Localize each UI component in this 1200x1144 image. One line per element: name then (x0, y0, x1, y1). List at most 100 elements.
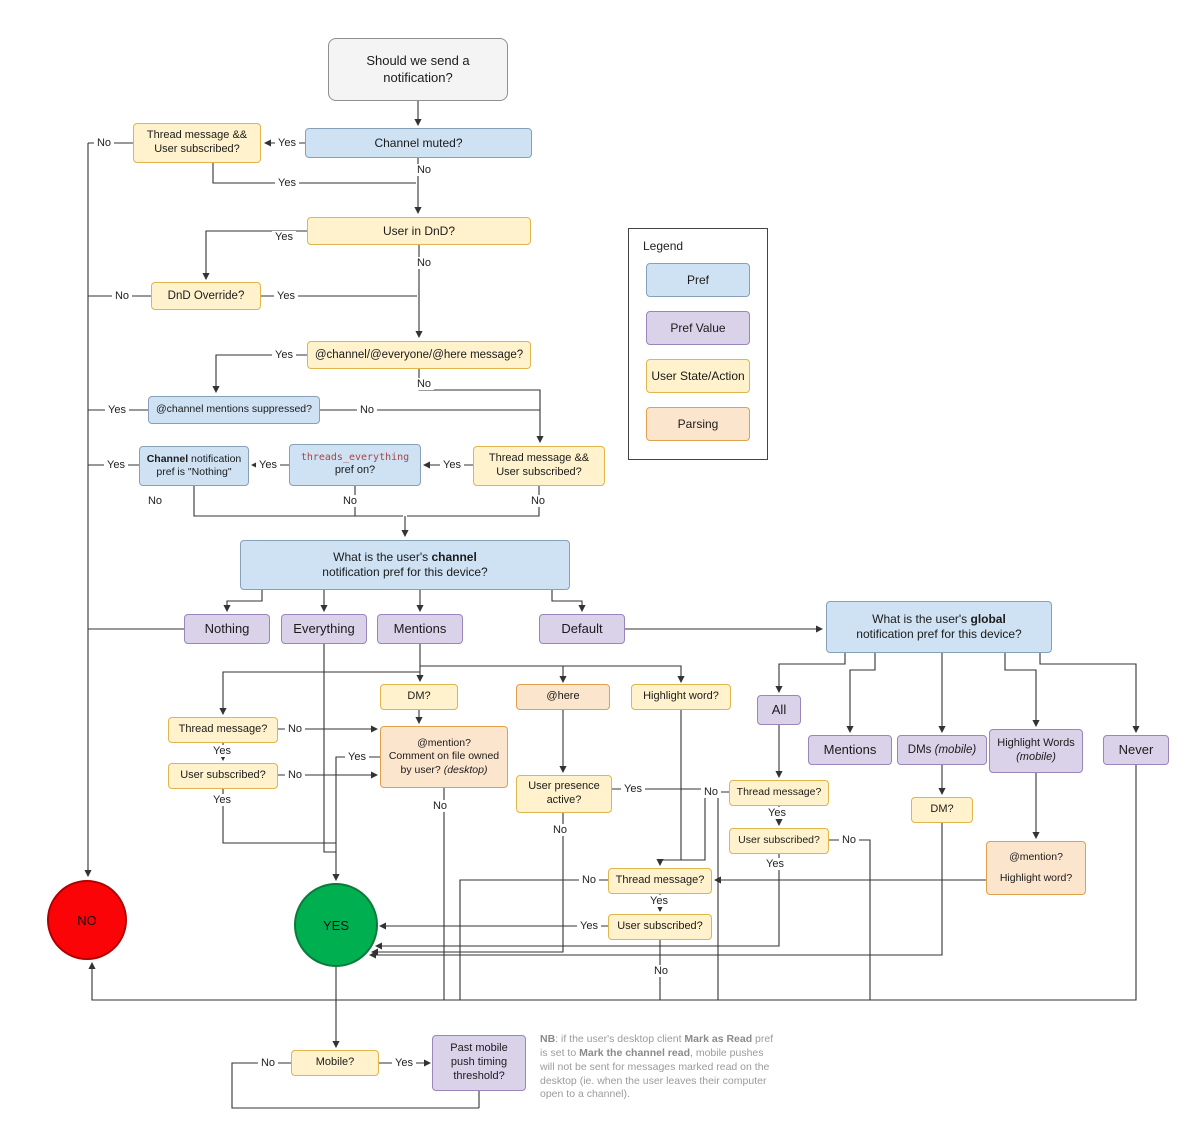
connector (717, 791, 729, 1000)
node-dnd-override: DnD Override? (151, 282, 261, 310)
legend: Legend Pref Pref Value User State/Action… (628, 228, 768, 460)
node-global-never: Never (1103, 735, 1169, 765)
node-thread-message-2: Thread message? (729, 780, 829, 806)
edge-label-yes: Yes (763, 858, 787, 870)
connector (420, 665, 567, 684)
node-dm-mobile-question: DM? (911, 797, 973, 823)
edge-label-no: No (838, 834, 860, 846)
edge-label-no: No (413, 164, 435, 176)
edge-label-no: No (257, 1057, 279, 1069)
edge-label-no: No (578, 874, 600, 886)
edge-label-no: No (93, 137, 115, 149)
node-mobile-question: Mobile? (291, 1050, 379, 1076)
node-user-in-dnd: User in DnD? (307, 217, 531, 245)
edge-label-yes: Yes (577, 920, 601, 932)
connector (660, 710, 682, 861)
node-dm-question: DM? (380, 684, 458, 710)
node-channel-notification-pref: What is the user's channel notification … (240, 540, 570, 590)
node-at-here: @here (516, 684, 610, 710)
edge-label-yes: Yes (210, 745, 234, 757)
node-highlight-word: Highlight word? (631, 684, 731, 710)
legend-title: Legend (643, 239, 684, 253)
connector (459, 879, 608, 1000)
edge-label-no: No (650, 965, 672, 977)
edge-label-yes: Yes (440, 459, 464, 471)
connector (368, 823, 943, 959)
edge-label-yes: Yes (104, 459, 128, 471)
connector (212, 163, 416, 184)
node-threads-everything-pref: threads_everything pref on? (289, 444, 421, 486)
node-user-presence-active: User presence active? (516, 775, 612, 813)
edge-label-no: No (527, 495, 549, 507)
nb-note: NB: if the user's desktop client Mark as… (540, 1033, 774, 1101)
connector (223, 590, 263, 613)
edge-label-no: No (549, 824, 571, 836)
connector (418, 369, 544, 444)
connector (612, 788, 706, 861)
node-start: Should we send a notification? (328, 38, 508, 101)
edge-label-yes: Yes (765, 807, 789, 819)
connector (222, 789, 336, 844)
threads-everything-code: threads_everything (300, 451, 410, 463)
edge-label-yes: Yes (256, 459, 280, 471)
edge-label-no: No (111, 290, 133, 302)
legend-item-user-state: User State/Action (646, 359, 750, 393)
connector (829, 839, 871, 1000)
connector (374, 854, 780, 950)
node-user-subscribed-3: User subscribed? (608, 914, 712, 940)
edge-label-no: No (700, 786, 722, 798)
connector (551, 590, 586, 613)
edge-label-yes: Yes (392, 1057, 416, 1069)
connector (193, 486, 403, 517)
node-thread-message-3: Thread message? (608, 868, 712, 894)
edge-label-no: No (339, 495, 361, 507)
edge-label-no: No (144, 495, 166, 507)
edge-label-no: No (429, 800, 451, 812)
edge-label-yes: Yes (275, 177, 299, 189)
node-past-mobile-push-threshold: Past mobile push timing threshold? (432, 1035, 526, 1091)
edge-label-yes: Yes (345, 751, 369, 763)
terminal-no: NO (47, 880, 127, 960)
node-thread-message-1: Thread message? (168, 717, 278, 743)
connector (1004, 653, 1040, 728)
node-global-highlight-words-mobile: Highlight Words(mobile) (989, 729, 1083, 773)
edge-label-yes: Yes (274, 290, 298, 302)
node-global-mentions: Mentions (808, 735, 892, 765)
node-channel-pref-nothing: Channel notification pref is "Nothing" (139, 446, 249, 486)
connector (846, 653, 876, 734)
legend-item-pref-value: Pref Value (646, 311, 750, 345)
connector (775, 653, 846, 694)
edge-label-no: No (356, 404, 378, 416)
edge-label-yes: Yes (275, 137, 299, 149)
node-mention-highlight-word: @mention? Highlight word? (986, 841, 1086, 895)
edge-label-no: No (413, 257, 435, 269)
edge-label-yes: Yes (272, 231, 296, 243)
edge-label-yes: Yes (105, 404, 129, 416)
node-channel-mentions-suppressed: @channel mentions suppressed? (148, 396, 320, 424)
legend-item-pref: Pref (646, 263, 750, 297)
connector (1039, 653, 1140, 734)
node-pref-default: Default (539, 614, 625, 644)
connector (563, 665, 685, 684)
node-global-notification-pref: What is the user's global notification p… (826, 601, 1052, 653)
edge-label-yes: Yes (621, 783, 645, 795)
terminal-yes: YES (294, 883, 378, 967)
edge-label-yes: Yes (647, 895, 671, 907)
node-pref-mentions: Mentions (377, 614, 463, 644)
legend-item-parsing: Parsing (646, 407, 750, 441)
node-pref-everything: Everything (281, 614, 367, 644)
edge-label-yes: Yes (210, 794, 234, 806)
node-thread-message-subscribed-mid: Thread message && User subscribed? (473, 446, 605, 486)
node-channel-muted: Channel muted? (305, 128, 532, 158)
node-channel-everyone-here-message: @channel/@everyone/@here message? (307, 341, 531, 369)
node-start-label: Should we send a notification? (366, 53, 470, 85)
connector (407, 486, 540, 517)
connector (370, 813, 564, 956)
node-global-all: All (757, 695, 801, 725)
node-user-subscribed-2: User subscribed? (729, 828, 829, 854)
node-mention-comment-file: @mention? Comment on file owned by user?… (380, 726, 508, 788)
node-global-dms-mobile: DMs (mobile) (897, 735, 987, 765)
edge-label-no: No (284, 723, 306, 735)
